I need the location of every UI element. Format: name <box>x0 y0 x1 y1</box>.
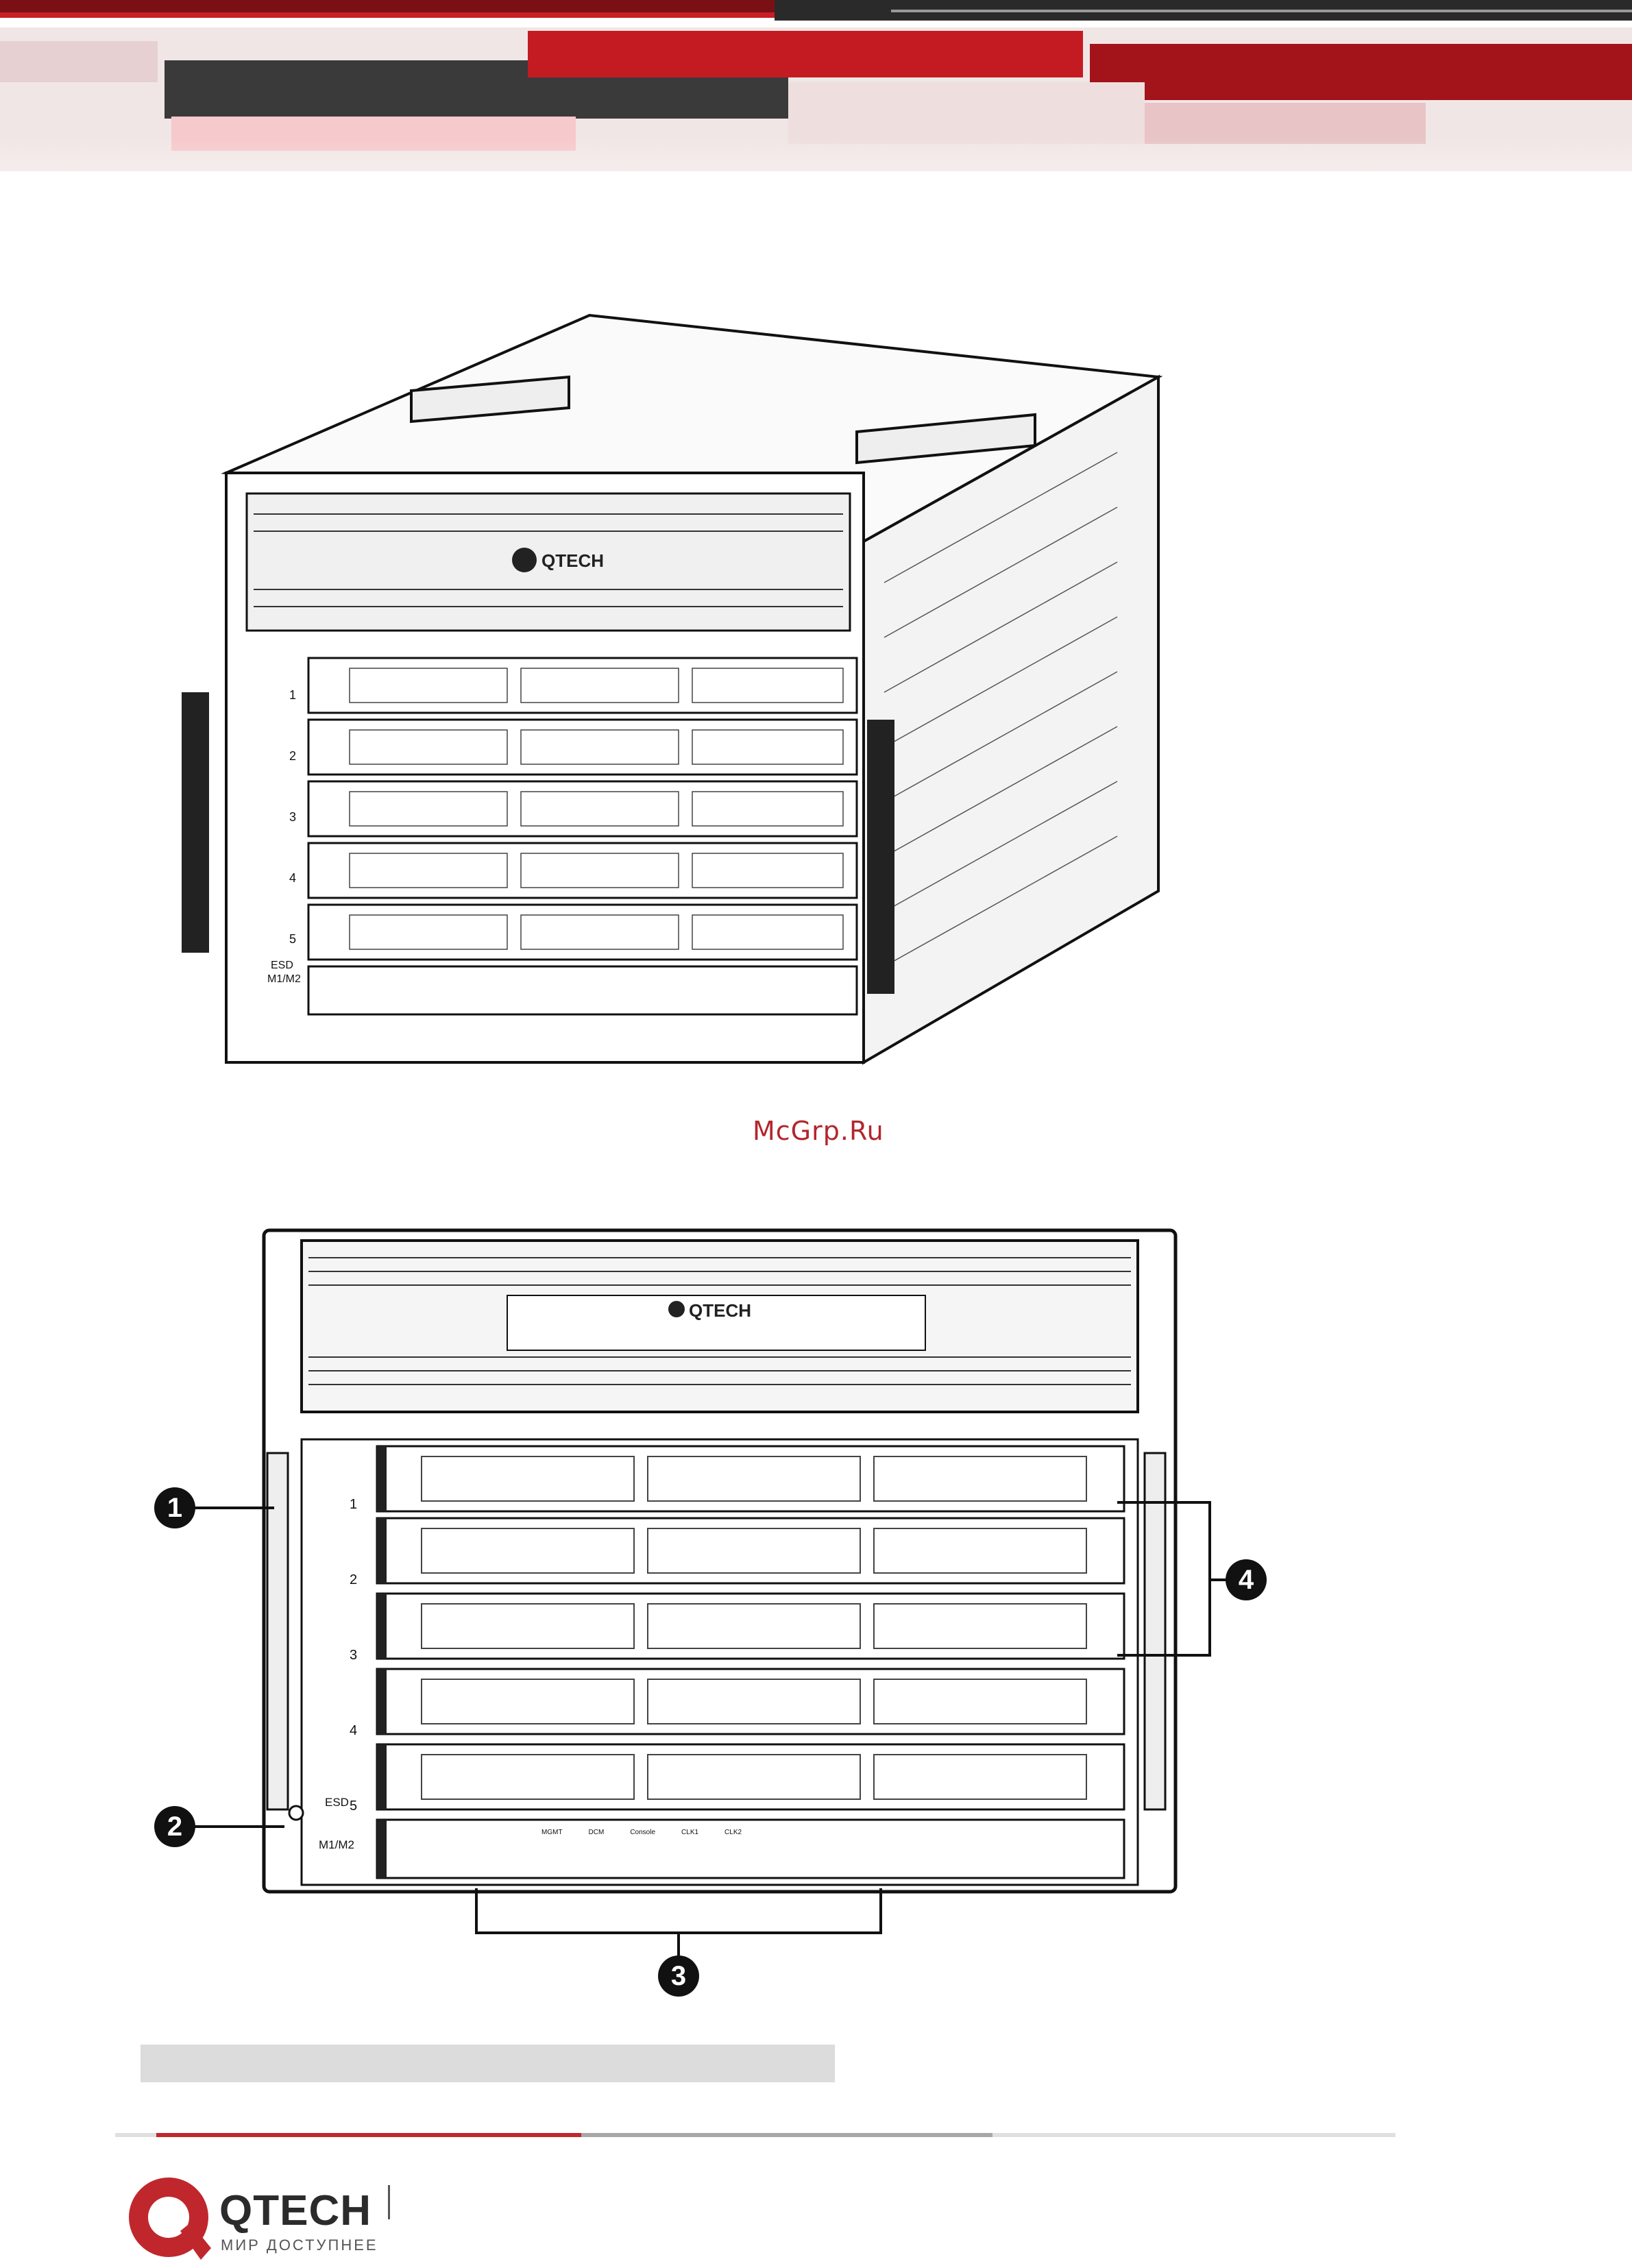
mgmt-label-front: M1/M2 <box>319 1838 354 1852</box>
chassis-front-figure <box>144 1227 1295 2001</box>
esd-label-front: ESD <box>325 1796 349 1809</box>
slot-numbers-top: 1 2 3 4 5 <box>289 665 296 970</box>
callout-1: 1 <box>167 1493 183 1524</box>
chassis-isometric-figure: QTECH <box>144 295 1206 1083</box>
mgmt-label-top: M1/M2 <box>267 973 301 986</box>
footer-brand-tagline: МИР ДОСТУПНЕЕ <box>221 2236 378 2254</box>
header-banner <box>0 0 1632 260</box>
slot-numbers-front: 1 2 3 4 5 <box>350 1467 357 1844</box>
watermark: McGrp.Ru <box>753 1116 890 1146</box>
esd-label-top: ESD <box>271 960 293 972</box>
qtech-logo-top: QTECH <box>541 550 604 571</box>
callout-2: 2 <box>167 1812 183 1842</box>
mgmt-port-labels: MGMT DCM Console CLK1 CLK2 <box>541 1829 742 1836</box>
callout-4: 4 <box>1238 1565 1254 1596</box>
esd-icon <box>289 1806 303 1820</box>
qtech-logo-front: QTECH <box>689 1300 751 1321</box>
callout-3: 3 <box>670 1961 687 1992</box>
footer-separator <box>388 2185 390 2219</box>
qtech-logo-icon <box>668 1301 685 1317</box>
footer-brand-name: QTECH <box>219 2186 372 2235</box>
figure-caption-bar <box>141 2045 835 2082</box>
footer-divider <box>115 2132 1396 2138</box>
